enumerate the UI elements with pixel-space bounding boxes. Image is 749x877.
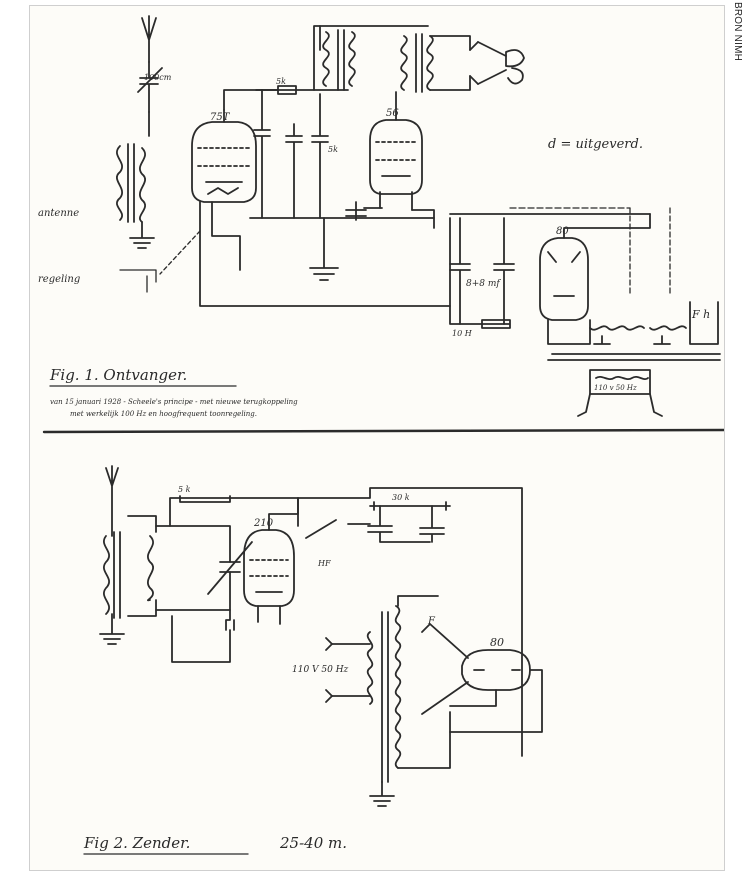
- photo-credit: BRON NIMH: [728, 0, 749, 120]
- fig2-antenna-symbol: [105, 465, 119, 537]
- fig1-caption-sub1: van 15 januari 1928 - Scheele's principe…: [50, 398, 298, 406]
- fig1-regeling-label: regeling: [38, 274, 80, 285]
- fig1-terminal-fh-label: F h: [691, 308, 710, 321]
- fig1-tube-left: [191, 109, 257, 203]
- fig1-output-transformer: [400, 33, 479, 93]
- schematic-drawing: 75T 56 80 F h 100cm 5k 5k antenne regeli…: [38, 15, 724, 855]
- fig1-cathode-bypass: [345, 201, 435, 229]
- fig2-rectifier-tube: [421, 623, 543, 733]
- fig2-f-label: F: [427, 616, 436, 627]
- fig1-tube-left-label: 75T: [210, 112, 231, 123]
- fig1-tube-middle-label: 56: [386, 108, 399, 119]
- fig2-grid-components: [171, 609, 235, 663]
- fig2-caption: Fig 2. Zender.: [83, 834, 190, 852]
- fig1-coupling-caps: [253, 89, 329, 219]
- fig1-caption: Fig. 1. Ontvanger.: [49, 366, 187, 384]
- fig2-trafo-label: 110 V 50 Hz: [292, 665, 349, 675]
- fig1-interstage-transformer: [319, 25, 356, 91]
- fig1-note: d = uitgeverd.: [548, 137, 643, 152]
- fig1-antenna-capacitor: [137, 61, 163, 113]
- fig1-switch-lines: [509, 207, 671, 297]
- fig1-filter-cap-label: 8+8 mf: [466, 279, 501, 289]
- fig1-transformer-label: 110 v 50 Hz: [594, 384, 637, 392]
- fig2-transmitter-schematic: 210 80 5 k 30 k 110 V 50 Hz HF F Fig 2. …: [83, 465, 543, 855]
- fig2-rectifier-label: 80: [490, 636, 504, 649]
- fig1-filter-capacitors: [449, 213, 651, 329]
- fig2-antenna-coil: [99, 531, 125, 645]
- fig2-power-transformer: [325, 595, 451, 807]
- fig1-caption-sub2: met werkelijk 100 Hz en hoogfrequent too…: [70, 410, 257, 418]
- fig1-antenna-symbol: [141, 15, 157, 63]
- fig1-regeneration-link: [119, 230, 201, 293]
- figure-separator-line: [42, 428, 724, 434]
- fig1-choke-label: 10 H: [452, 329, 473, 338]
- fig1-rectifier-tube: [539, 213, 651, 321]
- fig2-coil-label: 30 k: [392, 493, 410, 502]
- fig1-antenne-label: antenne: [38, 208, 79, 219]
- fig2-tube: [243, 497, 299, 625]
- fig2-tube-label: 210: [253, 518, 274, 529]
- fig2-caption-frequency: 25-40 m.: [279, 834, 347, 852]
- fig1-tube-middle: [369, 91, 423, 211]
- fig2-output-network: [297, 487, 523, 757]
- schematic-scan: 75T 56 80 F h 100cm 5k 5k antenne regeli…: [30, 6, 724, 870]
- fig1-rectifier-label: 80: [556, 226, 569, 237]
- fig1-input-ground: [129, 221, 155, 249]
- fig1-plate-wiring: [223, 25, 429, 111]
- fig1-power-transformer: [547, 301, 721, 361]
- fig1-receiver-schematic: 75T 56 80 F h 100cm 5k 5k antenne regeli…: [38, 15, 724, 434]
- fig2-choke-label: HF: [317, 559, 331, 568]
- photo-credit-text: BRON NIMH: [732, 2, 743, 62]
- fig1-resistor-b-label: 5k: [328, 145, 338, 154]
- fig1-ground-center: [249, 217, 435, 281]
- fig1-antenna-coil-label: 100cm: [144, 73, 172, 82]
- fig1-input-coil: [116, 111, 150, 223]
- fig1-headphones: [477, 41, 525, 85]
- fig2-resistor-label: 5 k: [178, 485, 191, 494]
- fig1-left-chassis-wiring: [199, 201, 483, 325]
- fig1-mains-transformer: [577, 369, 663, 417]
- fig1-resistor-a-label: 5k: [276, 77, 286, 86]
